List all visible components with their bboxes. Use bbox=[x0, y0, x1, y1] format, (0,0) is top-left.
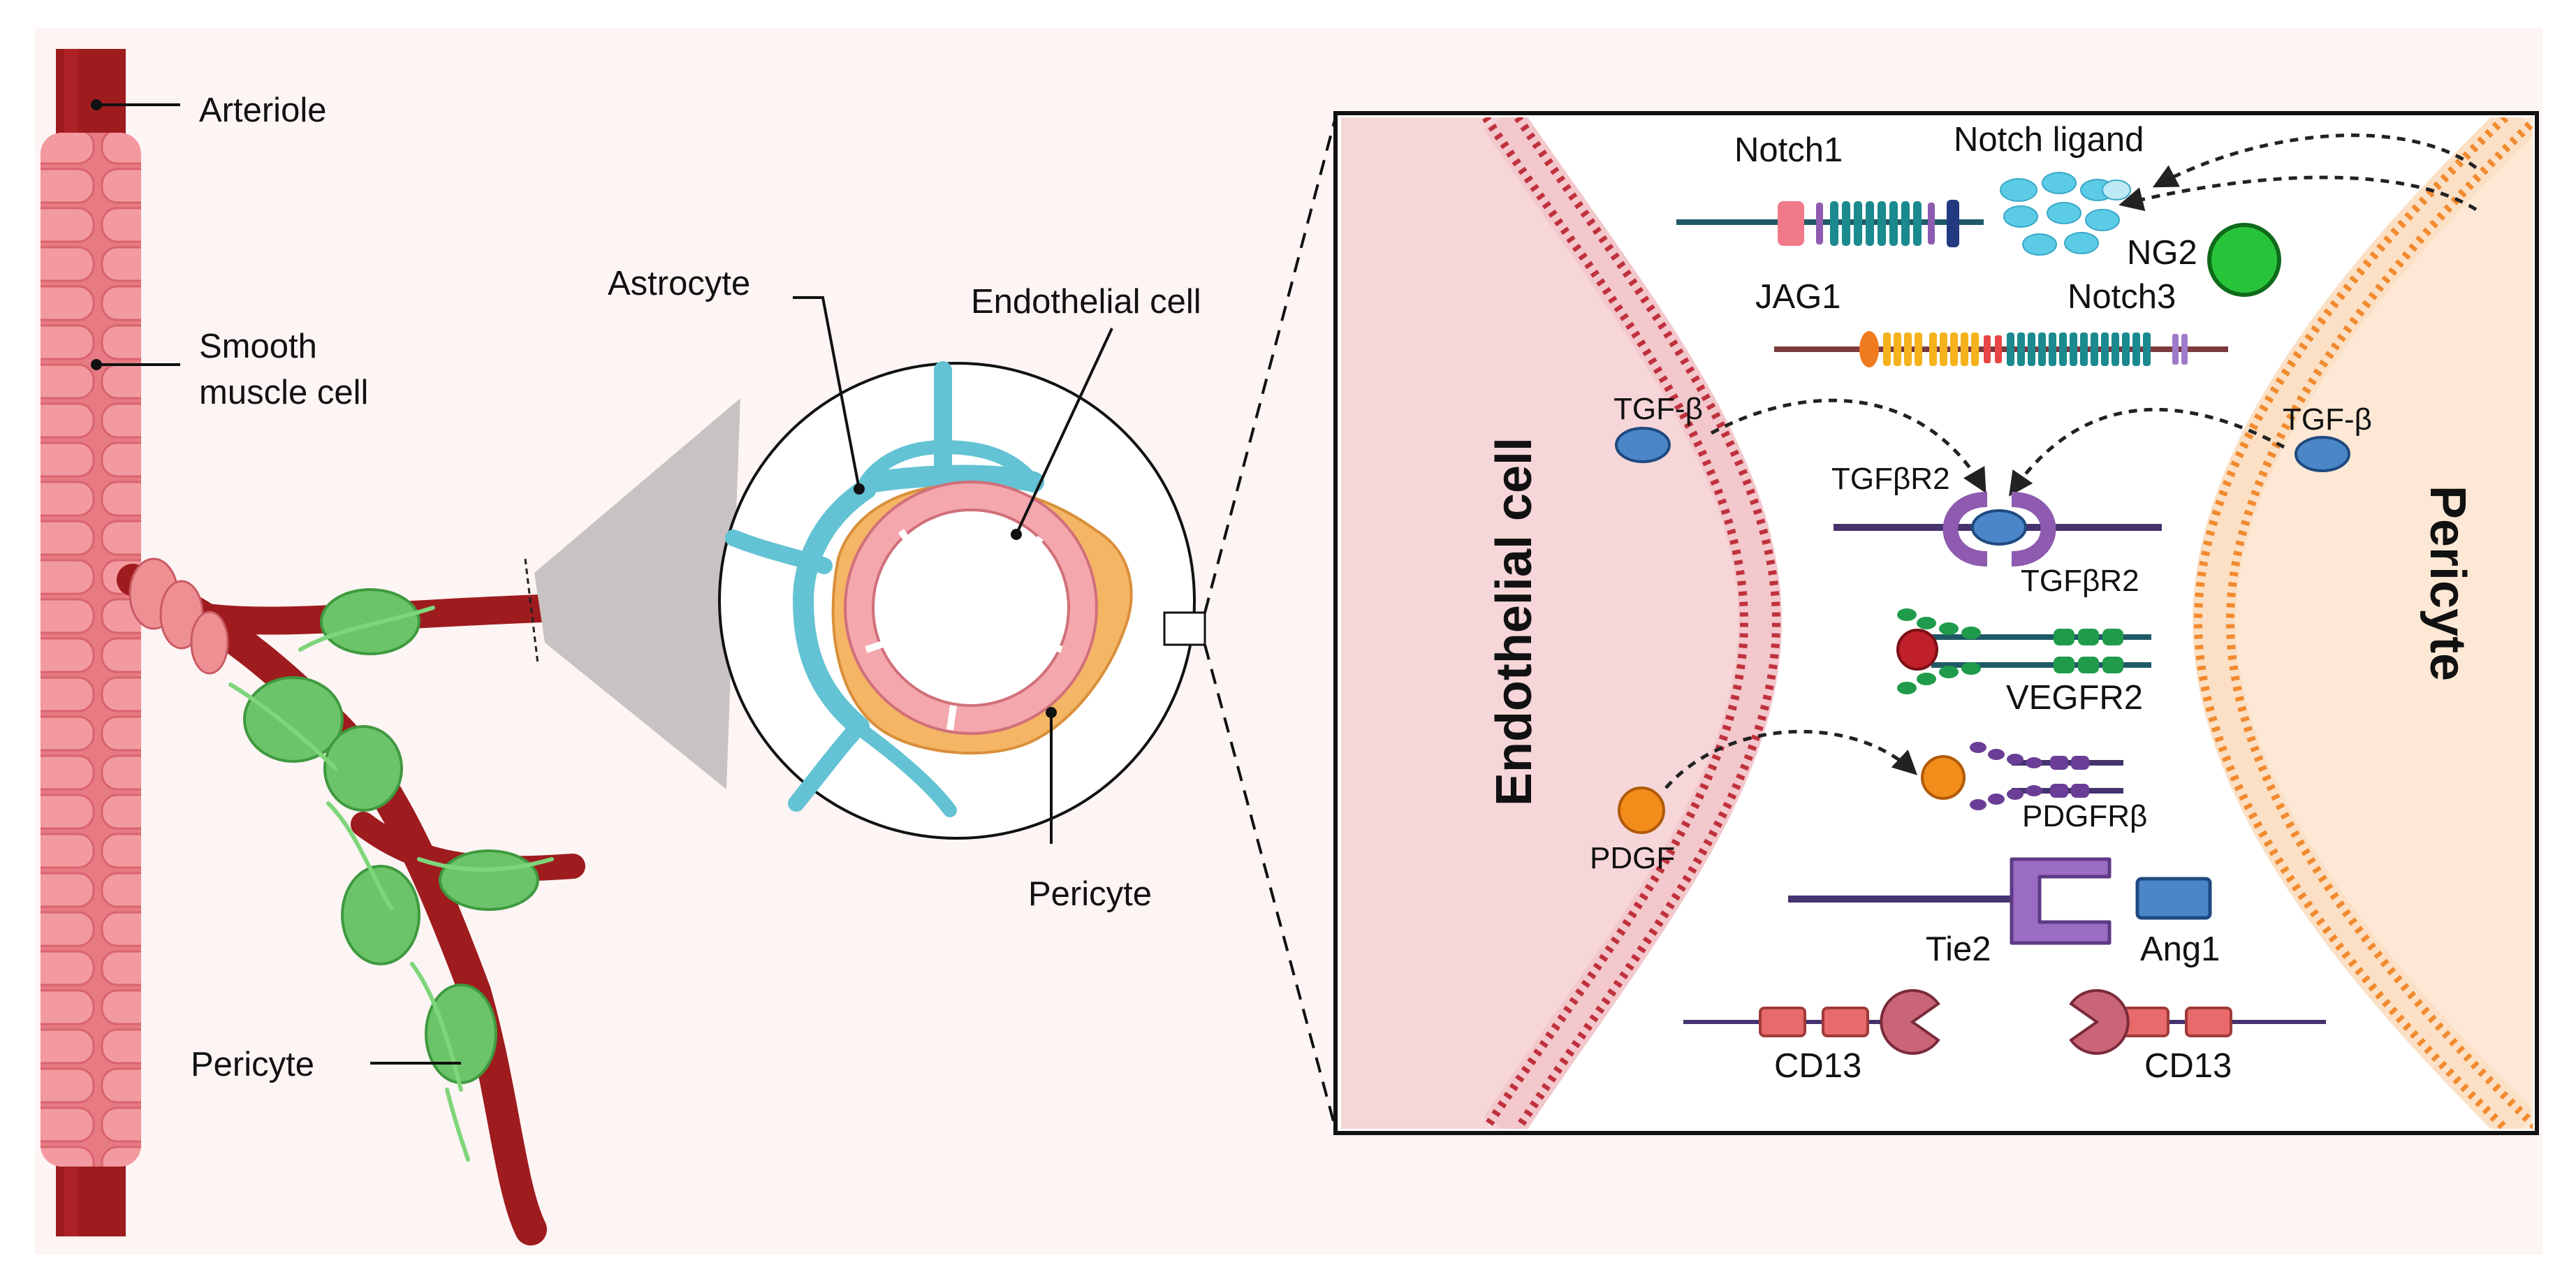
notch1-receptor bbox=[1676, 200, 1984, 247]
title-endothelial-cell: Endothelial cell bbox=[1486, 437, 1542, 806]
branch-smooth-muscle bbox=[129, 557, 229, 675]
label-pericyte-cross: Pericyte bbox=[1028, 875, 1152, 913]
label-smooth-muscle-line1: Smooth bbox=[199, 328, 317, 365]
label-tgfb-left: TGF-β bbox=[1613, 392, 1703, 426]
tie2-receptor bbox=[1788, 857, 2112, 945]
cd13-left bbox=[1683, 989, 1940, 1055]
zoom-cone bbox=[534, 398, 740, 789]
label-notch1: Notch1 bbox=[1734, 131, 1843, 169]
pericytes-on-capillaries bbox=[243, 588, 539, 1084]
ang1-ligand bbox=[2135, 877, 2212, 920]
notch-ligand-molecules bbox=[2000, 172, 2131, 256]
cross-section: Astrocyte Endothelial cell Pericyte bbox=[608, 265, 1206, 913]
label-tgfbr2-bottom: TGFβR2 bbox=[2021, 564, 2139, 598]
title-pericyte: Pericyte bbox=[2420, 485, 2475, 681]
label-arteriole: Arteriole bbox=[199, 92, 326, 129]
tgfb-ligand-left bbox=[1615, 427, 1671, 463]
tgfbr2-receptor bbox=[1834, 492, 2162, 567]
pericyte-processes bbox=[228, 606, 554, 1162]
pericyte-membrane bbox=[2192, 117, 2533, 1129]
vegfr2-receptor bbox=[1896, 608, 2151, 694]
label-ng2: NG2 bbox=[2127, 234, 2197, 272]
ng2-protein bbox=[2207, 223, 2281, 297]
smooth-muscle-cells bbox=[41, 133, 141, 1167]
arteriole-illustration: Arteriole Smooth muscle cell Pericyte bbox=[41, 49, 585, 1245]
label-cd13-left: CD13 bbox=[1774, 1047, 1861, 1085]
label-pdgf: PDGF bbox=[1590, 841, 1675, 875]
label-astrocyte: Astrocyte bbox=[608, 265, 750, 302]
signaling-panel: Endothelial cell Pericyte Notch1 Not bbox=[1333, 111, 2539, 1135]
label-jag1: JAG1 bbox=[1755, 278, 1841, 316]
label-endothelial-cell: Endothelial cell bbox=[971, 283, 1201, 321]
pdgf-ligand bbox=[1618, 787, 1665, 834]
endothelial-membrane bbox=[1484, 117, 1783, 1129]
label-notch3: Notch3 bbox=[2068, 278, 2176, 316]
label-pericyte-vessel: Pericyte bbox=[191, 1046, 314, 1083]
cd13-right bbox=[2069, 989, 2326, 1055]
pericyte-cell-body bbox=[2214, 117, 2533, 1129]
label-tie2: Tie2 bbox=[1926, 930, 1991, 968]
label-notch-ligand: Notch ligand bbox=[1954, 121, 2144, 159]
label-smooth-muscle-line2: muscle cell bbox=[199, 374, 368, 411]
label-ang1: Ang1 bbox=[2140, 930, 2220, 968]
label-tgfb-right: TGF-β bbox=[2283, 402, 2372, 437]
tgfb-ligand-right bbox=[2295, 436, 2350, 472]
label-cd13-right: CD13 bbox=[2144, 1047, 2232, 1085]
label-vegfr2: VEGFR2 bbox=[2006, 679, 2143, 717]
astrocyte-endfeet bbox=[725, 361, 1044, 817]
label-tgfbr2-top: TGFβR2 bbox=[1831, 462, 1950, 496]
jag1-notch3-complex bbox=[1774, 331, 2228, 367]
label-pdgfrb: PDGFRβ bbox=[2022, 799, 2147, 833]
pdgfrb-receptor bbox=[1921, 742, 2123, 810]
